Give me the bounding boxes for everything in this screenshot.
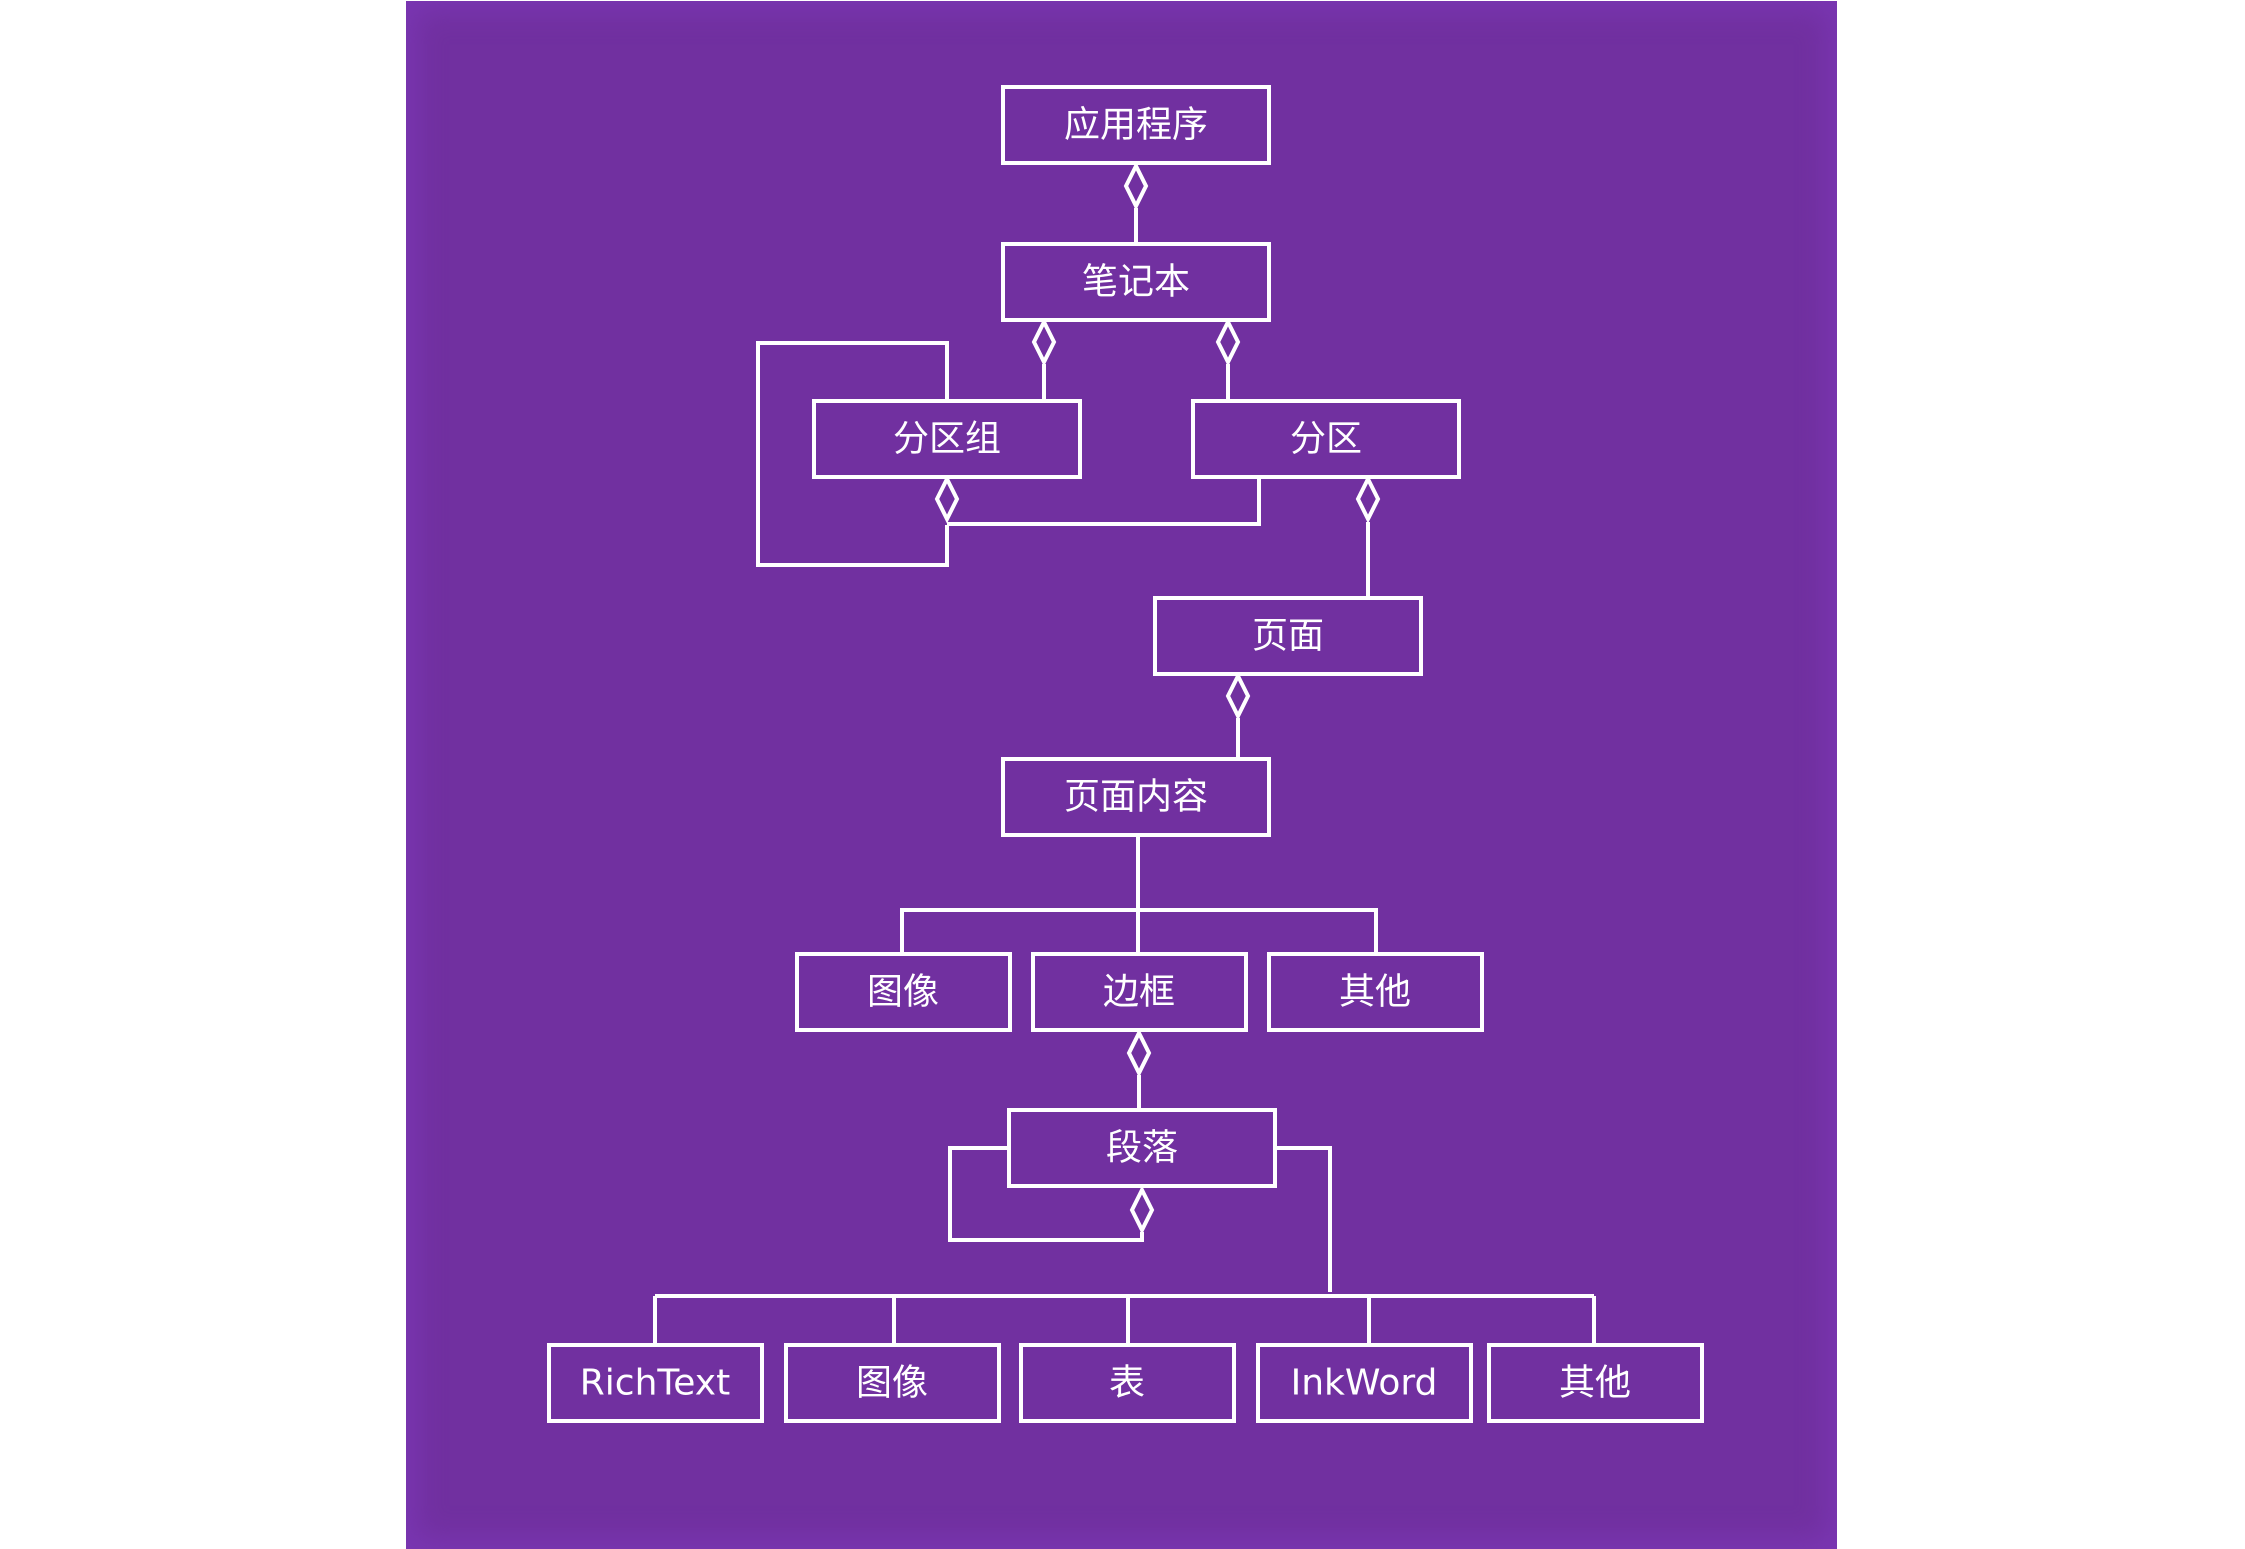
node-inkword: InkWord bbox=[1256, 1343, 1473, 1423]
node-table: 表 bbox=[1019, 1343, 1236, 1423]
aggregation-diamond-notebook-right bbox=[1215, 317, 1241, 367]
node-paragraph: 段落 bbox=[1007, 1108, 1277, 1188]
node-paragraph-label: 段落 bbox=[1106, 1128, 1178, 1169]
aggregation-diamond-page bbox=[1225, 671, 1251, 721]
node-page-label: 页面 bbox=[1252, 616, 1324, 657]
node-other-1-label: 其他 bbox=[1339, 972, 1411, 1013]
node-section-label: 分区 bbox=[1290, 419, 1362, 460]
aggregation-diamond-notebook-left bbox=[1031, 317, 1057, 367]
aggregation-diamonds bbox=[934, 161, 1381, 1235]
node-page-content: 页面内容 bbox=[1001, 757, 1271, 837]
node-image-2-label: 图像 bbox=[856, 1363, 928, 1404]
node-richtext-label: RichText bbox=[580, 1363, 730, 1404]
node-section-group: 分区组 bbox=[812, 399, 1082, 479]
node-application-label: 应用程序 bbox=[1064, 105, 1208, 146]
node-section-group-label: 分区组 bbox=[893, 419, 1001, 460]
aggregation-diamond-section-group bbox=[934, 474, 960, 524]
node-other-2: 其他 bbox=[1487, 1343, 1704, 1423]
node-table-label: 表 bbox=[1109, 1363, 1145, 1404]
node-other-2-label: 其他 bbox=[1559, 1363, 1631, 1404]
node-richtext: RichText bbox=[547, 1343, 764, 1423]
aggregation-diamond-paragraph bbox=[1129, 1185, 1155, 1235]
link-section-group-self bbox=[756, 341, 949, 567]
aggregation-diamond-outline bbox=[1126, 1028, 1152, 1078]
link-paragraph-self bbox=[948, 1146, 1144, 1242]
node-image-1: 图像 bbox=[795, 952, 1012, 1032]
link-page-content-children bbox=[900, 836, 1378, 953]
node-image-2: 图像 bbox=[784, 1343, 1001, 1423]
node-other-1: 其他 bbox=[1267, 952, 1484, 1032]
node-page: 页面 bbox=[1153, 596, 1423, 676]
node-section: 分区 bbox=[1191, 399, 1461, 479]
aggregation-diamond-application bbox=[1123, 161, 1149, 211]
link-paragraph-children bbox=[653, 1146, 1596, 1344]
connectors bbox=[653, 208, 1596, 1344]
node-inkword-label: InkWord bbox=[1291, 1363, 1438, 1404]
node-notebook: 笔记本 bbox=[1001, 242, 1271, 322]
aggregation-diamond-section bbox=[1355, 474, 1381, 524]
node-application: 应用程序 bbox=[1001, 85, 1271, 165]
node-notebook-label: 笔记本 bbox=[1082, 262, 1190, 303]
node-image-1-label: 图像 bbox=[867, 972, 939, 1013]
node-outline: 边框 bbox=[1031, 952, 1248, 1032]
node-outline-label: 边框 bbox=[1103, 972, 1175, 1013]
link-section-to-section-group bbox=[947, 477, 1261, 526]
node-page-content-label: 页面内容 bbox=[1064, 777, 1208, 818]
